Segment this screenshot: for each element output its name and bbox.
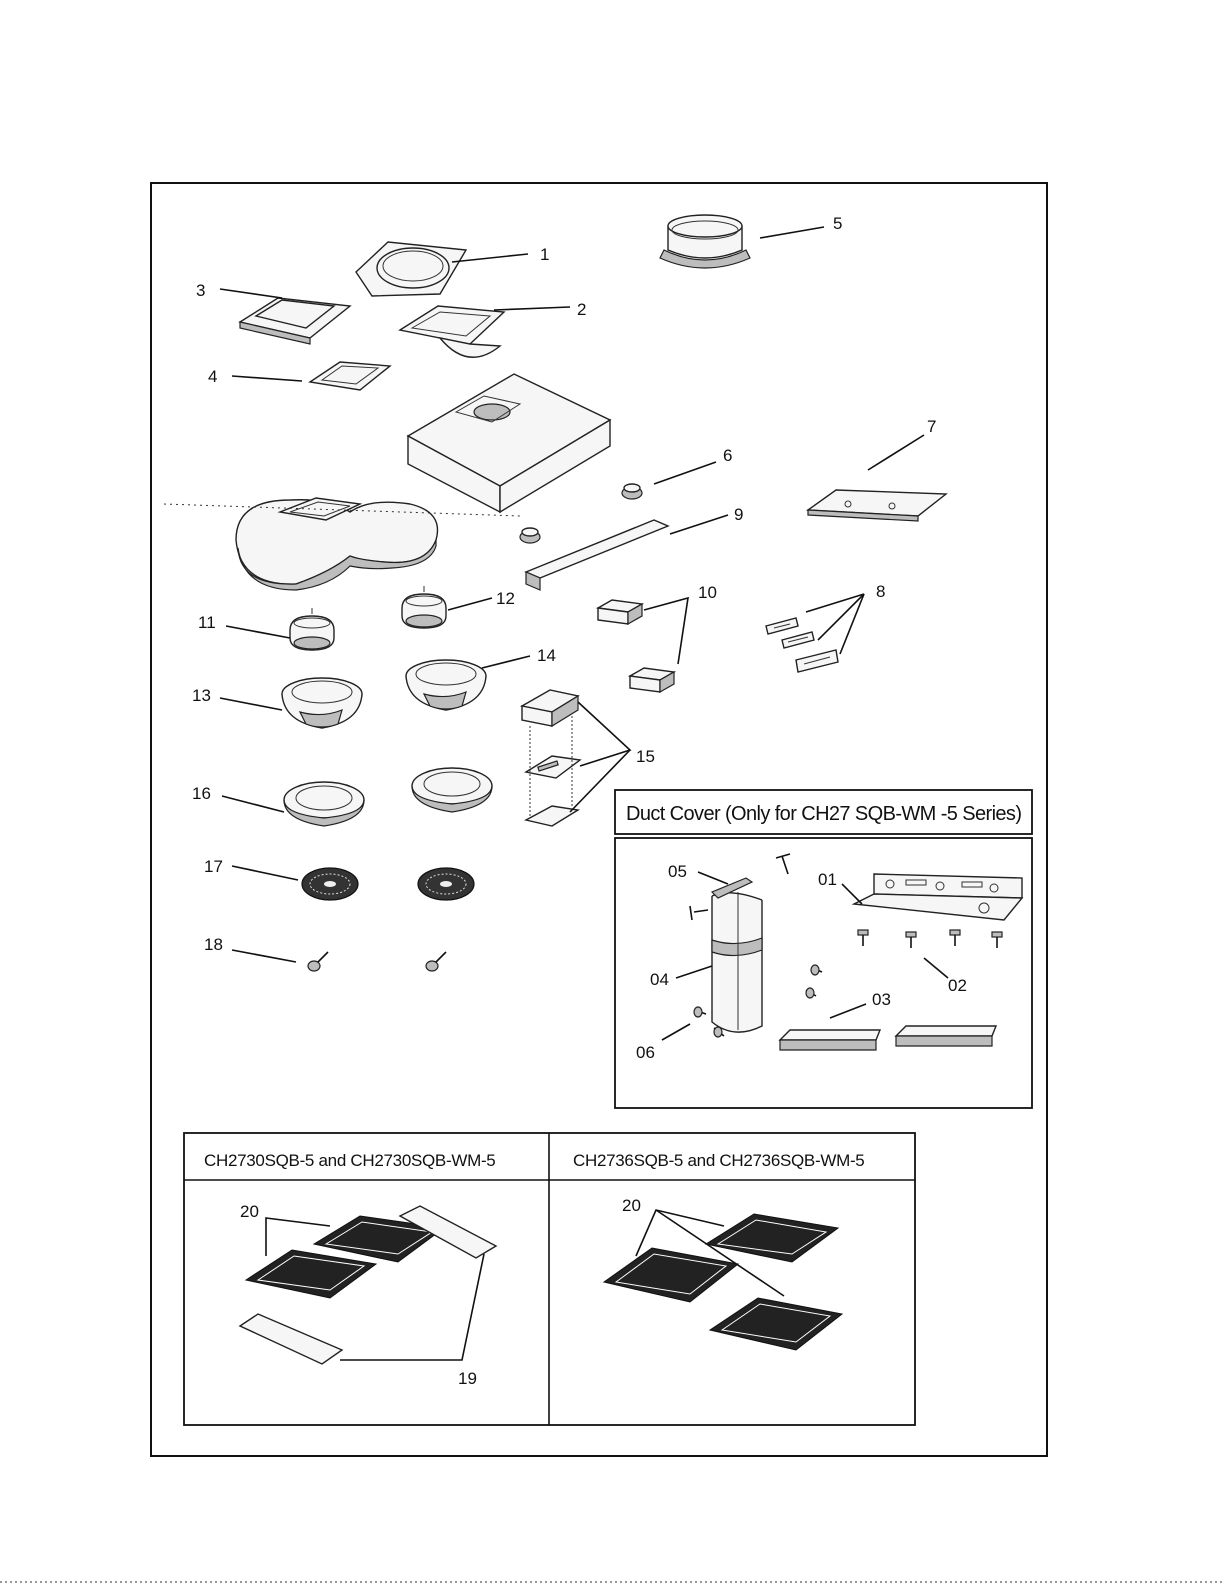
label-06: 06	[636, 1043, 655, 1062]
label-3: 3	[196, 281, 205, 300]
label-13: 13	[192, 686, 211, 705]
label-14: 14	[537, 646, 556, 665]
label-05: 05	[668, 862, 687, 881]
label-9: 9	[734, 505, 743, 524]
hood-body	[408, 374, 610, 512]
part-13-blower-housing	[282, 678, 362, 728]
label-7: 7	[927, 417, 936, 436]
label-4: 4	[208, 367, 217, 386]
label-12: 12	[496, 589, 515, 608]
label-8: 8	[876, 582, 885, 601]
part-18-fastener	[308, 952, 446, 971]
label-11: 11	[198, 613, 216, 632]
label-5: 5	[833, 214, 842, 233]
label-2: 2	[577, 300, 586, 319]
label-19: 19	[458, 1369, 477, 1388]
duct-cover-04	[712, 892, 762, 1032]
label-20-left: 20	[240, 1202, 259, 1221]
label-04: 04	[650, 970, 669, 989]
part-1-adapter-plate	[356, 242, 466, 296]
label-17: 17	[204, 857, 223, 876]
part-10-control-box	[598, 600, 674, 692]
label-01: 01	[818, 870, 837, 889]
blower-base-assembly	[236, 498, 438, 590]
label-16: 16	[192, 784, 211, 803]
part-5-duct-collar	[660, 215, 750, 268]
label-02: 02	[948, 976, 967, 995]
part-14-blower-housing	[406, 660, 486, 710]
label-15: 15	[636, 747, 655, 766]
label-1: 1	[540, 245, 549, 264]
label-20-right: 20	[622, 1196, 641, 1215]
part-4-gasket	[310, 362, 390, 390]
filter-right-header: CH2736SQB-5 and CH2736SQB-WM-5	[573, 1151, 864, 1170]
part-8-switches	[766, 618, 838, 672]
part-15-control-board	[522, 690, 580, 826]
part-16-blower-ring	[284, 768, 492, 826]
filter-left-header: CH2730SQB-5 and CH2730SQB-WM-5	[204, 1151, 495, 1170]
part-3-rect-duct	[240, 298, 350, 344]
part-11-motor	[290, 608, 334, 650]
label-03: 03	[872, 990, 891, 1009]
duct-cover-title: Duct Cover (Only for CH27 SQB-WM -5 Seri…	[626, 803, 1021, 825]
part-7-bracket	[808, 490, 946, 521]
part-12-motor	[402, 586, 446, 628]
label-18: 18	[204, 935, 223, 954]
label-10: 10	[698, 583, 717, 602]
part-9-front-strip	[526, 520, 668, 590]
label-6: 6	[723, 446, 732, 465]
part-17-fan-blade	[302, 868, 474, 900]
part-2-mounting-plate	[400, 306, 504, 357]
